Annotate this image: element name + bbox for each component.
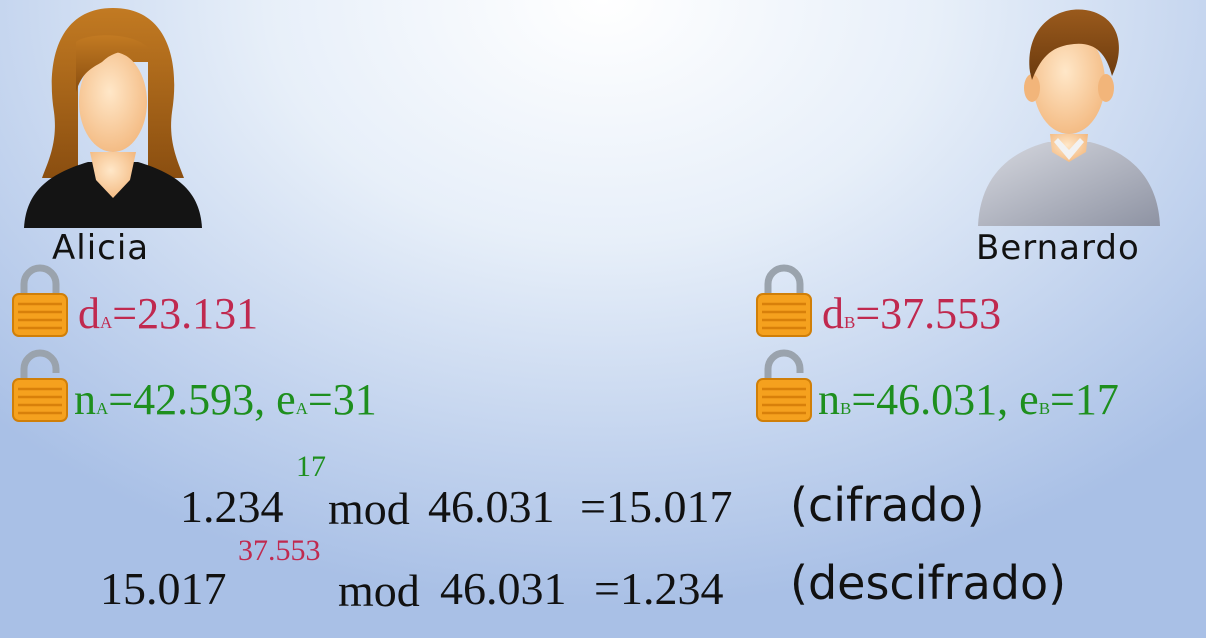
bernardo-avatar-icon [978,9,1160,226]
alice-e-symbol: e [276,375,296,424]
encrypt-mod: mod [328,483,410,534]
decrypt-result: =1.234 [594,563,724,614]
encrypt-result: =15.017 [580,481,733,532]
decrypt-exponent: 37.553 [238,534,321,567]
bernardo-n-symbol: n [818,375,840,424]
bernardo-private-key: dB=37.553 [822,292,1001,336]
alice-n-value: =42.593, [108,375,266,424]
bernardo-d-symbol: d [822,289,844,338]
bernardo-name: Bernardo [976,228,1140,268]
alice-n-symbol: n [74,375,96,424]
bernardo-n-subscript: B [840,399,852,418]
encrypt-label: (cifrado) [790,478,985,532]
alice-e-value: =31 [307,375,377,424]
encrypt-modulus: 46.031 [428,481,555,532]
decrypt-label: (descifrado) [790,556,1067,610]
alice-e-subscript: A [295,399,308,418]
bernardo-e-subscript: B [1038,399,1051,418]
alice-d-symbol: d [78,289,100,338]
alice-private-lock-icon [12,264,68,337]
decrypt-mod: mod [338,565,420,616]
bernardo-public-key: nB=46.031, eB=17 [818,378,1119,422]
encrypt-base: 1.234 [180,481,284,532]
bernardo-e-symbol: e [1019,375,1039,424]
alice-name: Alicia [52,228,150,268]
bernardo-private-lock-icon [756,264,812,337]
alice-private-key: dA=23.131 [78,292,258,336]
bernardo-d-value: =37.553 [855,289,1002,338]
alice-n-subscript: A [96,399,109,418]
alice-avatar-icon [24,8,202,228]
decrypt-modulus: 46.031 [440,563,567,614]
alice-public-lock-icon [12,349,68,422]
alice-public-key: nA=42.593, eA=31 [74,378,377,422]
bernardo-e-value: =17 [1050,375,1119,424]
alice-d-value: =23.131 [112,289,259,338]
bernardo-public-lock-icon [756,349,812,422]
alice-d-subscript: A [100,313,113,332]
decrypt-base: 15.017 [100,563,227,614]
encrypt-exponent: 17 [296,450,326,483]
bernardo-d-subscript: B [844,313,856,332]
bernardo-n-value: =46.031, [851,375,1009,424]
